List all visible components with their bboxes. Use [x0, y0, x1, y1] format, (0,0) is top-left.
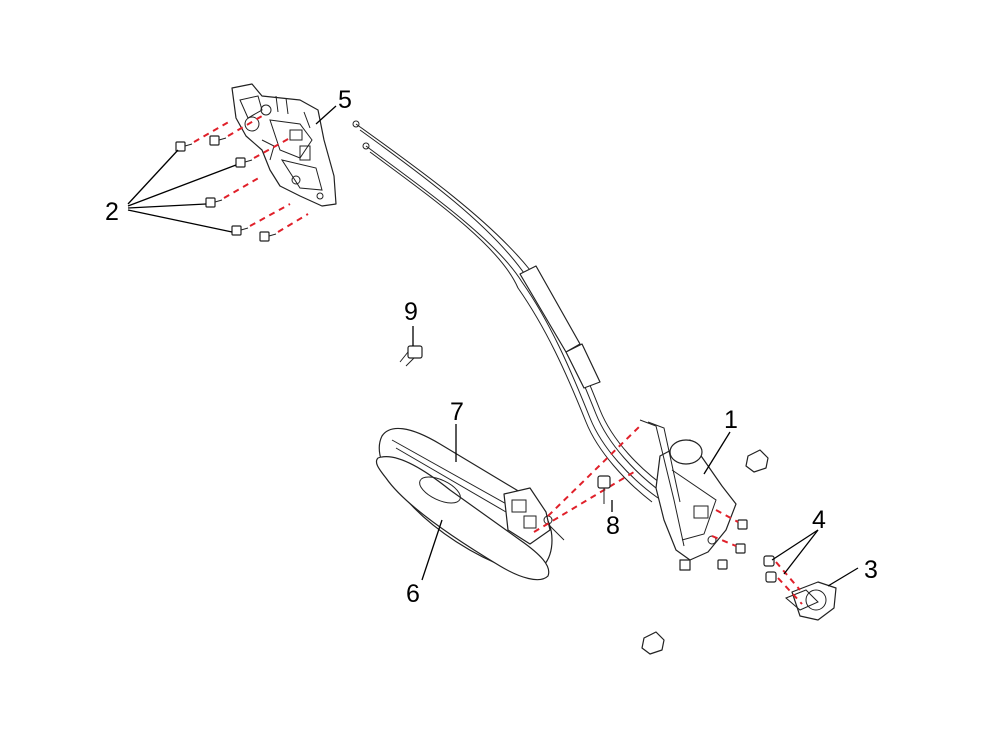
part-8-bolt: [597, 475, 613, 512]
screw: [231, 225, 249, 236]
part-2-screws: [175, 115, 309, 242]
part-5-latch-assembly: [231, 83, 337, 207]
grommet: [641, 631, 665, 655]
screw: [175, 141, 193, 152]
part-1-lock-actuator: [639, 419, 737, 571]
callout-4: 4: [812, 506, 826, 534]
callout-5: 5: [338, 86, 352, 114]
part-9-bolt: [399, 326, 423, 367]
callout-9: 9: [404, 298, 418, 326]
actuator-screws: [711, 509, 748, 570]
grommet: [745, 449, 769, 473]
leaders-2: [127, 149, 237, 233]
callout-3: 3: [864, 556, 878, 584]
leader-5: [315, 105, 337, 125]
callout-1: 1: [724, 406, 738, 434]
callout-6: 6: [406, 580, 420, 608]
callout-8: 8: [606, 512, 620, 540]
callout-2: 2: [105, 198, 119, 226]
screw: [205, 197, 223, 208]
screw: [235, 157, 253, 168]
part-4-striker-screws: [763, 529, 819, 605]
screw: [209, 135, 227, 146]
part-3-striker: [785, 567, 859, 621]
screw: [259, 231, 277, 242]
dash-handle-lock: [533, 471, 635, 533]
callout-7: 7: [450, 398, 464, 426]
part-6-7-door-handle: [375, 424, 565, 581]
